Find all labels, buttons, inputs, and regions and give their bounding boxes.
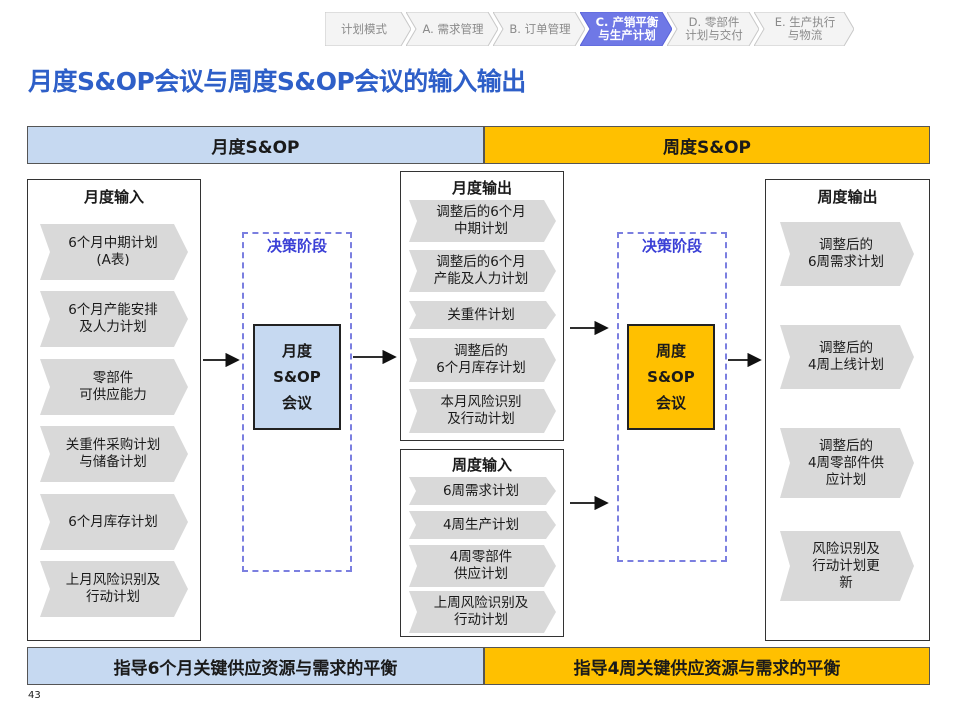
weekly-input-item: 4周零部件 供应计划: [409, 545, 556, 587]
crumb-label: D. 零部件 计划与交付: [685, 15, 743, 42]
monthly-input-item: 零部件 可供应能力: [40, 359, 188, 415]
monthly-output-item: 调整后的6个月 中期计划: [409, 200, 556, 242]
crumb-order-management[interactable]: B. 订单管理: [493, 12, 585, 46]
crumb-plan-mode[interactable]: 计划模式: [325, 12, 411, 46]
crumb-label: 计划模式: [341, 21, 387, 36]
crumb-label: E. 生产执行 与物流: [774, 15, 836, 42]
monthly-decision-stage: 决策阶段: [242, 232, 352, 572]
monthly-sop-meeting: 月度 S&OP 会议: [253, 324, 341, 430]
page-number: 43: [28, 690, 41, 701]
weekly-input-item: 4周生产计划: [409, 511, 556, 539]
decision-stage-label: 决策阶段: [641, 237, 702, 255]
crumb-label: C. 产销平衡 与生产计划: [595, 15, 659, 42]
monthly-output-item: 关重件计划: [409, 301, 556, 329]
monthly-input-item: 6个月库存计划: [40, 494, 188, 550]
monthly-input-title: 月度输入: [83, 188, 144, 206]
monthly-output-item: 调整后的6个月 产能及人力计划: [409, 250, 556, 292]
monthly-input-item: 6个月产能安排 及人力计划: [40, 291, 188, 347]
monthly-input-item: 关重件采购计划 与储备计划: [40, 426, 188, 482]
crumb-label: A. 需求管理: [422, 21, 484, 36]
monthly-output-title: 月度输出: [451, 179, 512, 197]
monthly-output-item: 本月风险识别 及行动计划: [409, 389, 556, 433]
monthly-output-item: 调整后的 6个月库存计划: [409, 338, 556, 382]
weekly-sop-header: 周度S&OP: [484, 126, 930, 164]
monthly-guidance-footer: 指导6个月关键供应资源与需求的平衡: [27, 647, 484, 685]
weekly-output-item: 调整后的 4周上线计划: [780, 325, 914, 389]
weekly-output-item: 风险识别及 行动计划更 新: [780, 531, 914, 601]
page-title: 月度S&OP会议与周度S&OP会议的输入输出: [28, 67, 526, 96]
weekly-sop-meeting: 周度 S&OP 会议: [627, 324, 715, 430]
weekly-output-item: 调整后的 4周零部件供 应计划: [780, 428, 914, 498]
weekly-guidance-footer: 指导4周关键供应资源与需求的平衡: [484, 647, 930, 685]
weekly-decision-stage: 决策阶段: [617, 232, 727, 562]
weekly-output-title: 周度输出: [817, 188, 878, 206]
decision-stage-label: 决策阶段: [266, 237, 327, 255]
monthly-input-item: 6个月中期计划 (A表): [40, 224, 188, 280]
crumb-production-balance[interactable]: C. 产销平衡 与生产计划: [580, 12, 672, 46]
weekly-input-item: 6周需求计划: [409, 477, 556, 505]
monthly-sop-header: 月度S&OP: [27, 126, 484, 164]
crumb-production-execution[interactable]: E. 生产执行 与物流: [754, 12, 854, 46]
weekly-input-title: 周度输入: [451, 456, 512, 474]
crumb-label: B. 订单管理: [509, 21, 571, 36]
monthly-input-item: 上月风险识别及 行动计划: [40, 561, 188, 617]
weekly-input-item: 上周风险识别及 行动计划: [409, 591, 556, 633]
crumb-parts-planning[interactable]: D. 零部件 计划与交付: [667, 12, 759, 46]
weekly-output-item: 调整后的 6周需求计划: [780, 222, 914, 286]
crumb-demand-management[interactable]: A. 需求管理: [406, 12, 498, 46]
